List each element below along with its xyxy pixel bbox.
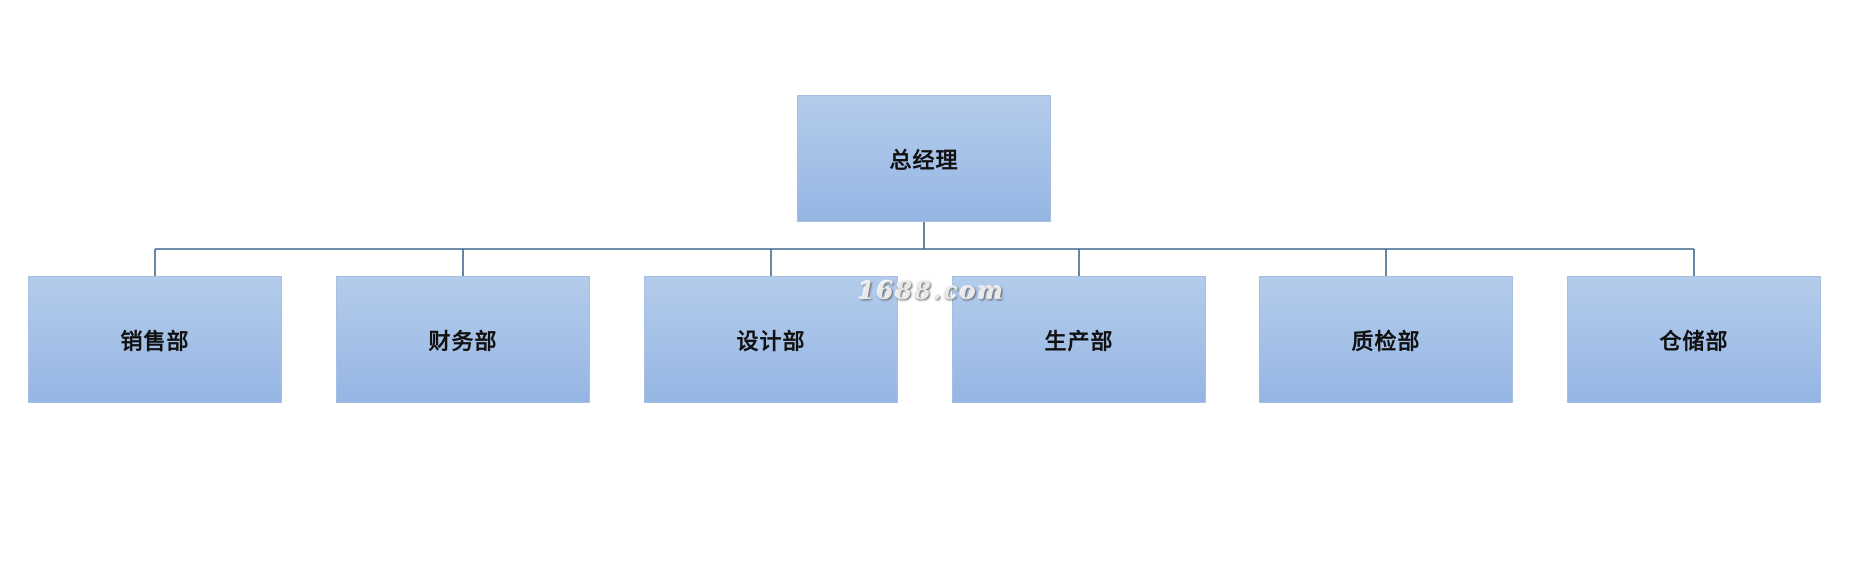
watermark: 1688.com <box>858 276 1006 305</box>
child-node-sales: 销售部 <box>28 276 282 403</box>
root-node-general-manager: 总经理 <box>797 95 1051 222</box>
child-node-production: 生产部 <box>952 276 1206 403</box>
child-node-label: 仓储部 <box>1659 328 1729 355</box>
child-node-warehouse: 仓储部 <box>1567 276 1821 403</box>
child-node-label: 生产部 <box>1044 328 1114 355</box>
child-node-label: 质检部 <box>1351 328 1421 355</box>
child-node-design: 设计部 <box>644 276 898 403</box>
root-node-label: 总经理 <box>889 147 959 174</box>
child-node-label: 财务部 <box>428 328 498 355</box>
child-node-label: 设计部 <box>736 328 806 355</box>
child-node-finance: 财务部 <box>336 276 590 403</box>
child-node-quality: 质检部 <box>1259 276 1513 403</box>
child-node-label: 销售部 <box>120 328 190 355</box>
